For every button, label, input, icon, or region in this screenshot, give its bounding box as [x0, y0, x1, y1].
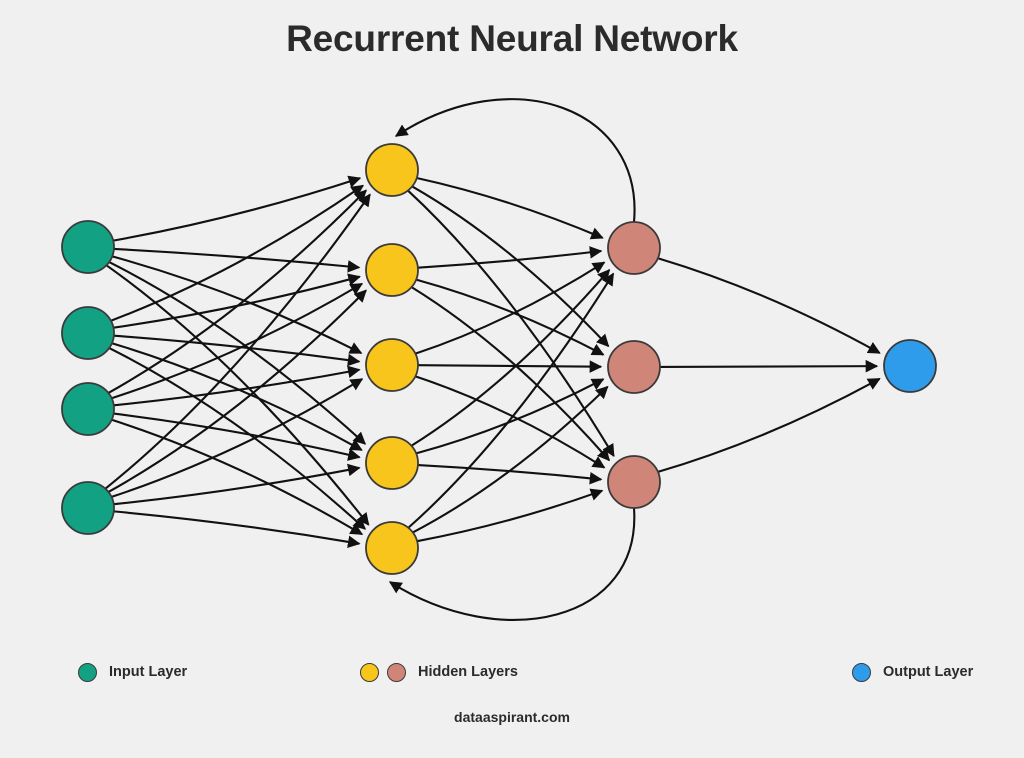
edge-i1-h2: [113, 247, 361, 273]
node-layer: [61, 143, 937, 575]
legend-item-input: Input Layer: [78, 659, 187, 685]
edge-h2-r2: [415, 278, 605, 356]
edge-i1-h3: [111, 255, 363, 354]
edge-i4-h5: [113, 510, 361, 548]
legend-item-output: Output Layer: [852, 659, 973, 685]
edge-i2-h3: [113, 334, 361, 367]
edge-layer: [104, 98, 881, 621]
edge-h4-r2: [415, 378, 605, 455]
node-i3[interactable]: [61, 382, 115, 436]
node-h4[interactable]: [365, 436, 419, 490]
edge-h5-r1: [407, 272, 615, 529]
node-o1[interactable]: [883, 339, 937, 393]
edge-i1-h5: [105, 264, 370, 526]
input-layer-swatch: [78, 662, 97, 682]
legend-label-input: Input Layer: [109, 664, 188, 680]
edge-i4-h2: [107, 289, 367, 493]
edge-i3-h1: [107, 189, 367, 394]
hidden-layer-1-swatch: [360, 662, 379, 682]
edge-i1-h4: [108, 261, 367, 445]
node-r1[interactable]: [607, 221, 661, 275]
edge-i1-h1: [113, 175, 362, 242]
edge-h3-r3: [415, 375, 606, 469]
recurrent-edge-r1-h1: [394, 98, 636, 223]
node-r2[interactable]: [607, 340, 661, 394]
edge-i2-h4: [111, 342, 363, 451]
edge-h4-r1: [410, 268, 611, 447]
edge-r2-o1: [659, 359, 879, 373]
edge-r1-o1: [657, 257, 881, 354]
edge-i3-h2: [111, 282, 364, 400]
edge-h3-r1: [415, 261, 606, 355]
hidden-layer-2-swatch: [387, 662, 406, 682]
edge-i2-h1: [110, 184, 364, 322]
edge-h1-r1: [416, 176, 604, 240]
node-i1[interactable]: [61, 220, 115, 274]
node-h3[interactable]: [365, 338, 419, 392]
node-h5[interactable]: [365, 521, 419, 575]
edge-i4-h3: [111, 378, 364, 498]
edge-i3-h3: [113, 365, 361, 407]
node-h2[interactable]: [365, 243, 419, 297]
legend: Input Layer Hidden Layers Output Layer: [0, 659, 1024, 685]
edge-i3-h4: [113, 412, 361, 461]
edge-h3-r2: [417, 360, 603, 373]
node-i4[interactable]: [61, 481, 115, 535]
edge-h1-r2: [411, 185, 610, 348]
edge-i4-h4: [113, 463, 361, 506]
output-layer-swatch: [852, 662, 871, 682]
edge-i2-h5: [108, 347, 366, 530]
page-title: Recurrent Neural Network: [286, 18, 738, 59]
legend-dots-output: [852, 662, 871, 682]
edge-i4-h1: [104, 193, 371, 490]
edge-i3-h5: [111, 418, 364, 536]
legend-dots-hidden: [360, 662, 406, 682]
node-r3[interactable]: [607, 455, 661, 509]
edge-h5-r2: [412, 385, 609, 534]
recurrent-edge-r3-h5: [388, 507, 636, 621]
source-attribution: dataaspirant.com: [454, 709, 570, 725]
edge-h2-r1: [417, 246, 603, 269]
node-i2[interactable]: [61, 306, 115, 360]
edge-h5-r3: [416, 488, 604, 543]
edge-r3-o1: [657, 377, 881, 473]
legend-label-hidden: Hidden Layers: [418, 664, 518, 680]
node-h1[interactable]: [365, 143, 419, 197]
legend-dots-input: [78, 662, 97, 682]
legend-label-output: Output Layer: [883, 664, 974, 680]
edge-h1-r3: [407, 189, 615, 458]
legend-item-hidden: Hidden Layers: [360, 659, 518, 685]
edge-h2-r3: [411, 286, 611, 462]
